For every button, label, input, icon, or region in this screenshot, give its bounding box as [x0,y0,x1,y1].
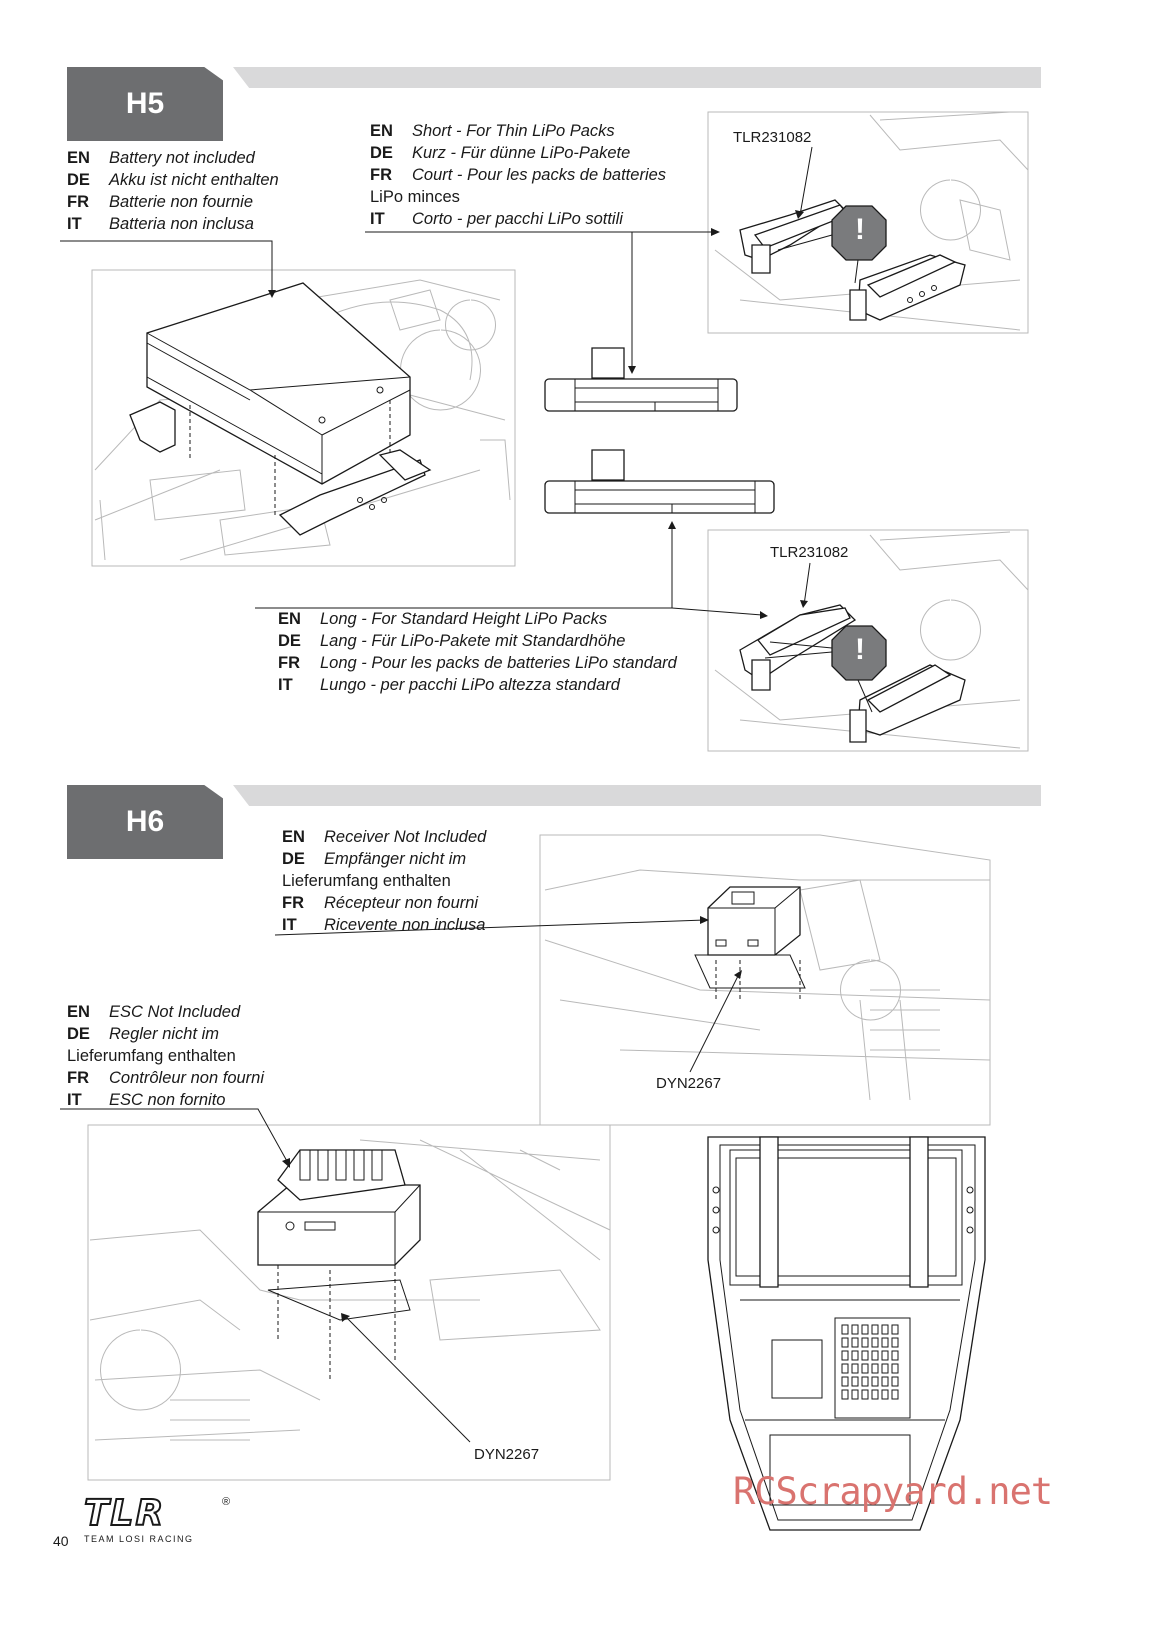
tlr-logo-subtitle: TEAM LOSI RACING [84,1534,194,1544]
heatsink-fin [842,1377,848,1386]
note-line-cont: LiPo minces [370,188,460,206]
heatsink-fin [882,1390,888,1399]
part-number-dyn2267-esc: DYN2267 [474,1446,540,1463]
heatsink-fin [872,1351,878,1360]
heatsink-fin [862,1325,868,1334]
heatsink-fin [852,1325,858,1334]
heatsink-fin [852,1351,858,1360]
leaders-h5 [60,147,812,619]
heatsink-fin [852,1377,858,1386]
warning-glyph-bottom: ! [855,633,865,666]
heatsink-fin [842,1338,848,1347]
note-line-cont: Lieferumfang enthalten [67,1047,236,1065]
h5-illustration [0,0,1157,780]
heatsink-fin [872,1377,878,1386]
step-h5-tab: H5 [67,67,223,141]
note-line-cont: Lieferumfang enthalten [282,872,451,890]
inset-long-straps [708,530,1028,751]
inset-short-straps [708,112,1028,333]
esc [258,1150,420,1380]
watermark: RCScrapyard.net [733,1470,1053,1513]
heatsink-fin [862,1390,868,1399]
h6-illustration [0,780,1157,1560]
long-strap [545,450,774,513]
short-strap [545,348,737,411]
heatsink-fin [882,1364,888,1373]
esc-grid-top-view [842,1325,898,1399]
registered-mark: ® [222,1496,231,1508]
heatsink-fin [872,1338,878,1347]
chassis-ghost-receiver [540,835,990,1125]
heatsink-fin [862,1364,868,1373]
heatsink-fin [862,1377,868,1386]
heatsink-fin [872,1325,878,1334]
warning-icon-bottom [765,626,886,712]
part-number-dyn2267-receiver: DYN2267 [656,1075,722,1092]
heatsink-fin [852,1338,858,1347]
leaders-h6 [60,916,742,1442]
step-h6-label: H6 [125,805,165,838]
battery-pack [147,283,410,515]
strap-brackets-left [130,402,430,535]
heatsink-fin [892,1338,898,1347]
tlr-logo-mark: TLR [83,1493,166,1534]
warning-glyph-top: ! [855,213,865,246]
warning-icon-top [778,206,886,283]
part-number-tlr231082-top: TLR231082 [733,129,812,146]
step-h6-tab: H6 [67,785,223,859]
heatsink-fin [852,1364,858,1373]
heatsink-fin [852,1390,858,1399]
heatsink-fin [882,1377,888,1386]
heatsink-fin [882,1351,888,1360]
step-h6-bar [233,785,1041,806]
heatsink-fin [892,1390,898,1399]
heatsink-fin [842,1390,848,1399]
chassis-ghost-esc [88,1125,610,1480]
heatsink-fin [872,1364,878,1373]
heatsink-fin [872,1390,878,1399]
heatsink-fin [842,1351,848,1360]
heatsink-fin [892,1351,898,1360]
heatsink-fin [892,1325,898,1334]
step-h5-bar [233,67,1041,88]
heatsink-fin [842,1364,848,1373]
chassis-ghost-left [92,270,515,566]
heatsink-fin [862,1351,868,1360]
heatsink-fin [892,1364,898,1373]
step-h5-label: H5 [125,87,165,120]
heatsink-fin [892,1377,898,1386]
heatsink-fin [882,1338,888,1347]
heatsink-fin [882,1325,888,1334]
receiver [695,887,805,1000]
heatsink-fin [862,1338,868,1347]
heatsink-fin [842,1325,848,1334]
tlr-logo: TLR ® TEAM LOSI RACING [83,1493,234,1546]
part-number-tlr231082-bottom: TLR231082 [770,544,849,561]
page-number: 40 [53,1533,69,1549]
